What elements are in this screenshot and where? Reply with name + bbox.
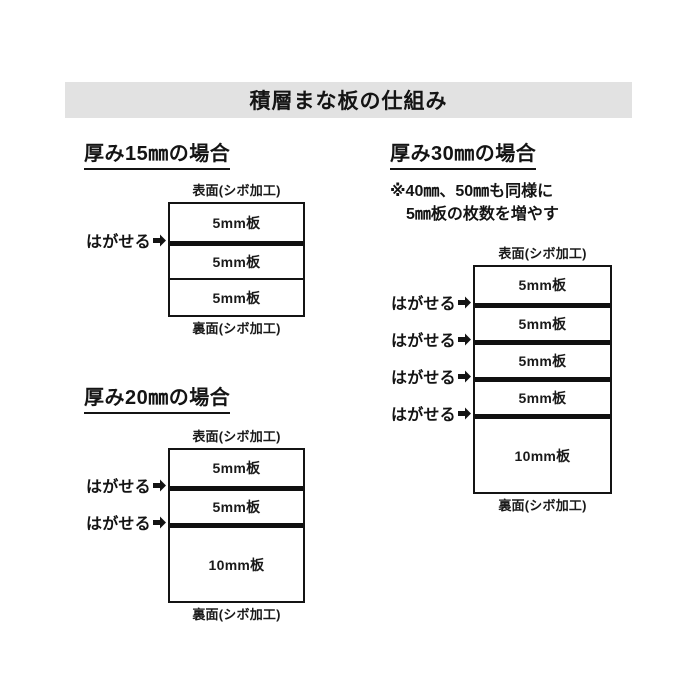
right-arrow-icon <box>457 332 472 347</box>
layer-stack-30mm: 5mm板 5mm板 5mm板 5mm板 10mm板 <box>473 265 612 495</box>
note-line-2: 5㎜板の枚数を増やす <box>406 206 559 224</box>
right-arrow-icon <box>457 295 472 310</box>
peel-marker-15mm-1: はがせる <box>86 228 167 252</box>
section-heading-15mm: 厚み15㎜の場合 <box>84 137 231 170</box>
bottom-face-label-20mm: 裏面(シボ加工) <box>192 607 281 623</box>
layer-30mm-2: 5mm板 <box>475 303 610 340</box>
layer-15mm-2: 5mm板 <box>170 241 303 278</box>
peel-marker-30mm-3: はがせる <box>391 364 472 388</box>
right-arrow-icon <box>152 515 167 530</box>
layer-15mm-3: 5mm板 <box>170 278 303 315</box>
layer-30mm-5: 10mm板 <box>475 414 610 492</box>
peel-marker-30mm-4: はがせる <box>391 401 472 425</box>
layer-30mm-1: 5mm板 <box>518 277 567 294</box>
layer-30mm-4: 5mm板 <box>475 377 610 414</box>
peel-marker-30mm-2: はがせる <box>391 327 472 351</box>
peel-marker-30mm-1: はがせる <box>391 290 472 314</box>
section-heading-30mm: 厚み30㎜の場合 <box>390 137 537 170</box>
layer-30mm-3: 5mm板 <box>475 340 610 377</box>
section-note-30mm: ※40㎜、50㎜も同様に 5㎜板の枚数を増やす <box>390 180 559 226</box>
layer-20mm-1: 5mm板 <box>212 460 261 477</box>
page-title: 積層まな板の仕組み <box>249 90 448 113</box>
layer-stack-20mm: 5mm板 5mm板 10mm板 <box>168 448 305 604</box>
bottom-face-label-30mm: 裏面(シボ加工) <box>498 498 587 514</box>
layer-20mm-2: 5mm板 <box>170 486 303 523</box>
layer-stack-15mm: 5mm板 5mm板 5mm板 <box>168 202 305 318</box>
top-face-label-20mm: 表面(シボ加工) <box>192 429 281 444</box>
diagram-15mm: 表面(シボ加工) 5mm板 5mm板 5mm板 裏面(シボ加工) <box>168 183 305 337</box>
bottom-face-label-15mm: 裏面(シボ加工) <box>192 321 281 337</box>
right-arrow-icon <box>457 369 472 384</box>
peel-marker-20mm-1: はがせる <box>86 473 167 497</box>
right-arrow-icon <box>457 406 472 421</box>
section-heading-20mm: 厚み20㎜の場合 <box>84 381 231 414</box>
top-face-label-15mm: 表面(シボ加工) <box>192 183 281 198</box>
layer-20mm-3: 10mm板 <box>170 523 303 601</box>
layer-15mm-1: 5mm板 <box>212 214 261 231</box>
page-title-bar: 積層まな板の仕組み <box>65 82 632 118</box>
diagram-20mm: 表面(シボ加工) 5mm板 5mm板 10mm板 裏面(シボ加工) <box>168 429 305 623</box>
top-face-label-30mm: 表面(シボ加工) <box>498 246 587 261</box>
peel-marker-20mm-2: はがせる <box>86 510 167 534</box>
note-line-1: ※40㎜、50㎜も同様に <box>390 183 554 200</box>
right-arrow-icon <box>152 478 167 493</box>
diagram-30mm: 表面(シボ加工) 5mm板 5mm板 5mm板 5mm板 10mm板 裏面(シボ… <box>473 246 612 514</box>
right-arrow-icon <box>152 233 167 248</box>
